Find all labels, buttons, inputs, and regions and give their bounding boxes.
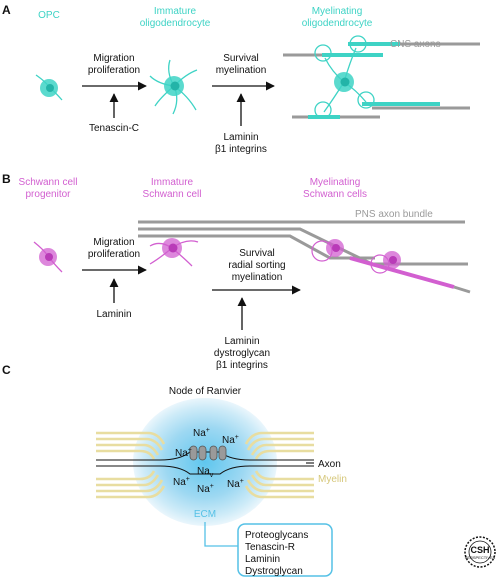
myelinating-schwann-label-1: Myelinating	[310, 177, 361, 188]
na-ion-1: Na+	[193, 427, 210, 439]
immature-schwann-label-1: Immature	[151, 177, 194, 188]
immature-schwann-cell	[149, 238, 199, 267]
panel-c: C Node of Ranvier	[2, 363, 347, 577]
logo-sub-text: PERSPECTIVES	[465, 555, 496, 560]
node-of-ranvier-title: Node of Ranvier	[169, 386, 242, 397]
panel-c-label: C	[2, 363, 11, 377]
factor-b2-line3: β1 integrins	[216, 360, 268, 371]
step-b2-line2: radial sorting	[228, 260, 285, 271]
ecm-item-2: Tenascin-R	[245, 542, 295, 553]
step-a1-line2: proliferation	[88, 65, 140, 76]
myelinating-oligo	[283, 35, 480, 119]
panel-b-label: B	[2, 172, 11, 186]
logo-main-text: CSH	[470, 545, 489, 555]
step-b2-line3: myelination	[232, 272, 283, 283]
pns-axons-label: PNS axon bundle	[355, 209, 433, 220]
step-b1-line2: proliferation	[88, 249, 140, 260]
factor-b1: Laminin	[96, 309, 131, 320]
opc-cell	[35, 74, 63, 101]
ecm-box	[237, 523, 333, 577]
pns-axon-bundle	[138, 220, 468, 266]
immature-oligo-label-2: oligodendrocyte	[140, 18, 211, 29]
myelin-right	[244, 431, 314, 499]
cns-axons-label: CNS axons	[390, 39, 441, 50]
step-b2-line1: Survival	[239, 248, 275, 259]
immature-schwann-label-2: Schwann cell	[143, 189, 202, 200]
ecm-glow	[133, 398, 277, 526]
immature-oligo-cell	[149, 59, 198, 115]
schwann-progenitor-cell	[33, 241, 63, 273]
axon-label: Axon	[318, 459, 341, 470]
panel-a-label: A	[2, 3, 11, 17]
myelin-label: Myelin	[318, 474, 347, 485]
panel-b: B Schwann cell progenitor Immature Schwa…	[2, 172, 471, 371]
csh-perspectives-logo: CSH PERSPECTIVES	[464, 536, 496, 568]
nav-channels	[189, 445, 227, 461]
factor-b2-line1: Laminin	[224, 336, 259, 347]
myelinating-oligo-label-1: Myelinating	[312, 6, 363, 17]
myelinating-schwann-cells	[311, 239, 471, 294]
nav-label: Nav	[197, 466, 214, 479]
na-ion-4: Na+	[173, 476, 190, 488]
schwann-progenitor-label-2: progenitor	[25, 189, 71, 200]
na-ion-6: Na+	[227, 478, 244, 490]
ecm-item-1: Proteoglycans	[245, 530, 308, 541]
panel-a: A OPC Immature oligodendrocyte Myelinati…	[2, 3, 480, 155]
ecm-item-4: Dystroglycan	[245, 566, 303, 577]
na-ion-2: Na+	[222, 434, 239, 446]
factor-a2-line2: β1 integrins	[215, 144, 267, 155]
myelin-left	[96, 431, 166, 499]
na-ion-5: Na+	[197, 483, 214, 495]
immature-oligo-label-1: Immature	[154, 6, 197, 17]
step-a2-line1: Survival	[223, 53, 259, 64]
opc-label: OPC	[38, 10, 60, 21]
step-b1-line1: Migration	[93, 237, 134, 248]
factor-a1: Tenascin-C	[89, 123, 139, 134]
schwann-progenitor-label-1: Schwann cell	[19, 177, 78, 188]
ecm-label: ECM	[194, 509, 216, 520]
myelinating-oligo-label-2: oligodendrocyte	[302, 18, 373, 29]
step-a2-line2: myelination	[216, 65, 267, 76]
na-ion-3: Na+	[175, 447, 192, 459]
myelinating-schwann-label-2: Schwann cells	[303, 189, 367, 200]
factor-b2-line2: dystroglycan	[214, 348, 270, 359]
ecm-item-3: Laminin	[245, 554, 280, 565]
factor-a2-line1: Laminin	[223, 132, 258, 143]
ecm-connector	[204, 522, 238, 547]
step-a1-line1: Migration	[93, 53, 134, 64]
